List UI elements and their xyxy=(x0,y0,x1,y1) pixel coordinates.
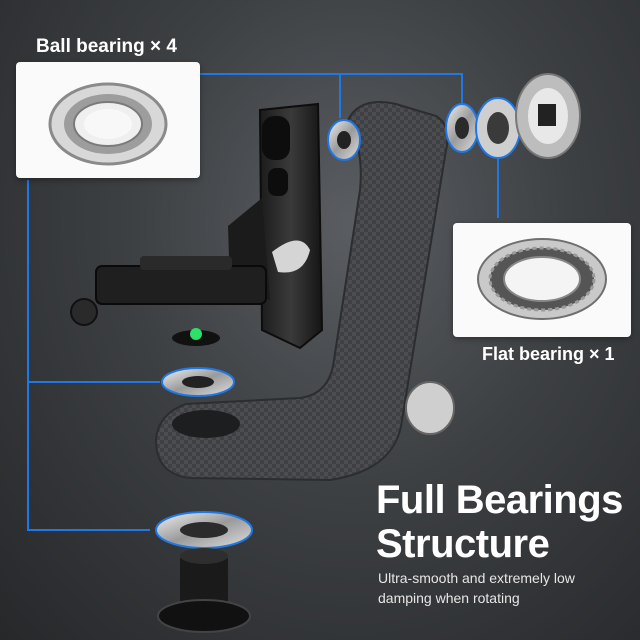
description-line2: damping when rotating xyxy=(378,590,520,606)
description-line1: Ultra-smooth and extremely low xyxy=(378,570,575,586)
quick-release-clamp xyxy=(95,265,267,305)
headline-line2: Structure xyxy=(376,522,550,566)
description: Ultra-smooth and extremely low damping w… xyxy=(378,568,618,608)
carbon-arm xyxy=(154,101,449,482)
callout-lines xyxy=(27,73,499,531)
ball-bearing-label: Ball bearing × 4 xyxy=(36,36,177,57)
headline-line1: Full Bearings xyxy=(376,478,623,522)
flat-bearing-icon xyxy=(477,238,607,320)
base-mount xyxy=(180,554,228,614)
flat-bearing-label: Flat bearing × 1 xyxy=(482,344,615,364)
flat-bearing-card xyxy=(453,223,631,337)
ball-bearing-icon xyxy=(48,82,168,166)
ball-bearing-card xyxy=(16,62,200,178)
headline: Full Bearings Structure xyxy=(376,478,623,566)
